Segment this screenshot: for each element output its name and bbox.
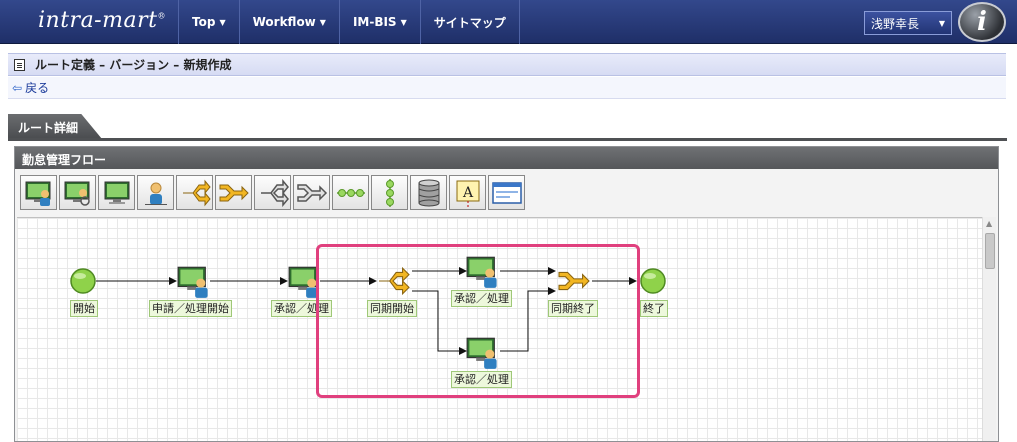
logo-registered-mark: ® — [157, 11, 166, 21]
tool-branch-split-gray[interactable] — [254, 175, 291, 210]
text-note-icon: A — [456, 180, 479, 207]
start-node-label: 開始 — [70, 300, 98, 317]
monitor-user-icon — [25, 181, 50, 206]
sync-end-node-branch-join-icon[interactable] — [556, 266, 592, 296]
user-icon — [144, 182, 167, 205]
tool-user[interactable] — [137, 175, 174, 210]
nav-workflow[interactable]: Workflow ▼ — [238, 0, 339, 44]
branch-split-icon — [182, 179, 211, 206]
logo[interactable]: intra-mart® — [38, 8, 166, 33]
tool-vertical-chain[interactable] — [371, 175, 408, 210]
sync-start-node-label: 同期開始 — [367, 300, 417, 317]
end-node[interactable] — [638, 266, 668, 296]
flow-panel: 勤怠管理フロー — [14, 146, 999, 442]
horizontal-chain-icon — [336, 188, 365, 197]
chevron-down-icon: ▼ — [938, 18, 945, 28]
tool-horizontal-chain[interactable] — [332, 175, 369, 210]
chevron-down-icon: ▼ — [219, 17, 226, 27]
branch-join-icon — [219, 184, 249, 201]
approve-bottom-node-label: 承認／処理 — [451, 371, 512, 388]
database-icon — [418, 179, 439, 206]
branch-split-gray-icon — [260, 178, 289, 207]
canvas-scrollbar[interactable]: ▲ — [982, 217, 996, 441]
logo-text: intra-mart — [38, 8, 158, 33]
chevron-down-icon: ▼ — [319, 17, 326, 27]
tool-branch-join-gray[interactable] — [293, 175, 330, 210]
parallel-section-highlight — [316, 244, 640, 398]
svg-text:A: A — [461, 185, 473, 201]
back-row: ⇦ 戻る — [8, 77, 1006, 99]
end-node-label: 終了 — [640, 300, 668, 317]
nav-workflow-label: Workflow — [252, 15, 316, 29]
approve-bottom-node-monitor-user-icon[interactable] — [466, 336, 500, 370]
monitor-icon — [104, 181, 129, 204]
tab-underline — [8, 138, 1007, 141]
branch-join-gray-icon — [296, 183, 327, 202]
approve1-node-monitor-user-icon[interactable] — [288, 265, 322, 299]
apply-node-label: 申請／処理開始 — [149, 300, 232, 317]
page-icon — [14, 58, 25, 71]
global-nav: Top ▼ Workflow ▼ IM-BIS ▼ サイトマップ — [178, 0, 520, 44]
top-bar: intra-mart® Top ▼ Workflow ▼ IM-BIS ▼ サイ… — [0, 0, 1017, 44]
apply-node-monitor-user-icon[interactable] — [177, 265, 211, 299]
flow-canvas[interactable] — [17, 217, 982, 441]
user-name: 浅野幸長 — [871, 16, 920, 31]
edge-bottom-syncend — [500, 287, 556, 352]
tool-monitor-user[interactable] — [20, 175, 57, 210]
tool-branch-join[interactable] — [215, 175, 252, 210]
scroll-thumb[interactable] — [985, 233, 995, 269]
intra-mart-badge-icon[interactable]: i — [958, 2, 1006, 42]
tool-monitor-user-search[interactable] — [59, 175, 96, 210]
nav-im-bis[interactable]: IM-BIS ▼ — [338, 0, 420, 44]
page-title-bar: ルート定義 – バージョン – 新規作成 — [8, 53, 1006, 76]
tool-monitor[interactable] — [98, 175, 135, 210]
badge-letter: i — [977, 7, 987, 37]
vertical-chain-icon — [385, 178, 394, 207]
approve-top-node-monitor-user-icon[interactable] — [466, 255, 500, 289]
panel-title: 勤怠管理フロー — [15, 147, 998, 169]
user-menu-select[interactable]: 浅野幸長 ▼ — [864, 11, 952, 35]
nav-sitemap-label: サイトマップ — [433, 15, 506, 30]
approve-top-node-label: 承認／処理 — [451, 290, 512, 307]
window-icon — [491, 181, 522, 204]
nav-top[interactable]: Top ▼ — [178, 0, 239, 44]
back-link[interactable]: ⇦ 戻る — [12, 79, 49, 96]
scroll-up-arrow-icon[interactable]: ▲ — [986, 219, 993, 228]
start-node[interactable] — [68, 266, 98, 296]
tool-database[interactable] — [410, 175, 447, 210]
page-title: ルート定義 – バージョン – 新規作成 — [35, 58, 232, 72]
monitor-user-search-icon — [64, 181, 90, 206]
chevron-down-icon: ▼ — [400, 17, 407, 27]
back-arrow-icon: ⇦ — [12, 80, 23, 95]
tab-route-detail-label: ルート詳細 — [18, 121, 79, 135]
nav-im-bis-label: IM-BIS — [352, 15, 397, 29]
nav-top-label: Top — [192, 15, 216, 29]
tool-branch-split[interactable] — [176, 175, 213, 210]
tool-window[interactable] — [488, 175, 525, 210]
node-toolbar: A — [20, 175, 525, 210]
edge-syncstart-bottom — [412, 290, 467, 355]
nav-sitemap[interactable]: サイトマップ — [419, 0, 520, 44]
sync-start-node-branch-split-icon[interactable] — [376, 266, 412, 296]
tool-text-note[interactable]: A — [449, 175, 486, 210]
back-label: 戻る — [25, 81, 50, 95]
sync-end-node-label: 同期終了 — [548, 300, 598, 317]
